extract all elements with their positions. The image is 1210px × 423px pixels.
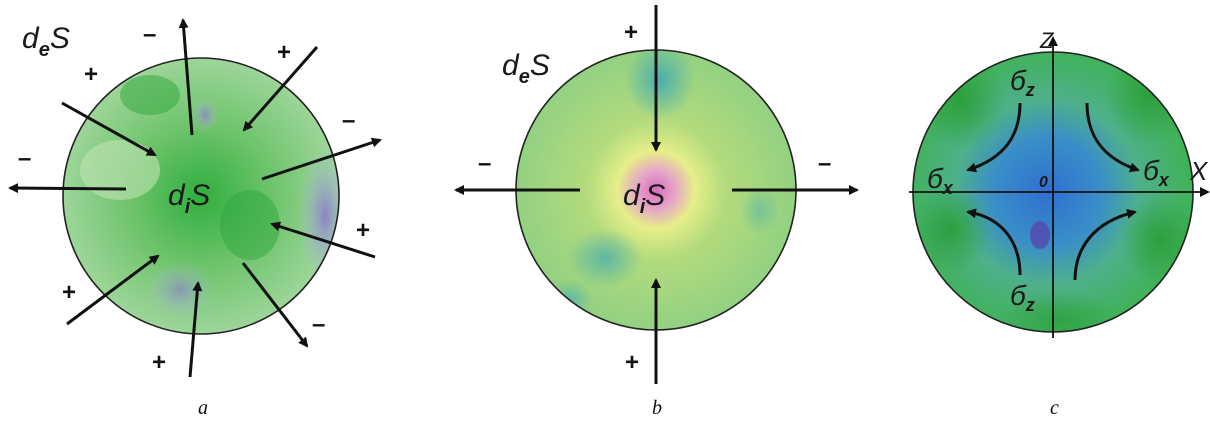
flow-arrow [8,183,127,194]
sign-label: – [478,150,491,177]
sigma-z-top: бz [1010,65,1035,100]
inner-entropy-label: diS [168,179,210,218]
sigma-z-bottom: бz [1010,280,1035,315]
sign-label: – [818,150,831,177]
stress-arrow [966,102,1022,173]
panel-c: Z X 0 бz бx бx бz c [909,28,1210,419]
flow-arrow [66,254,160,326]
panel-c-curved-arrows [966,102,1140,281]
flow-arrow [270,221,376,259]
sign-label: – [312,311,325,338]
sign-label: + [624,19,638,46]
flow-arrow [178,18,194,136]
z-axis-label: Z [1039,28,1055,53]
sign-label: + [84,61,98,88]
sign-label: – [342,107,355,134]
panel-b: + – – + deS diS b [454,5,859,419]
x-axis-label: X [1189,156,1209,186]
stress-arrow [1073,208,1137,281]
flow-arrow [188,281,203,378]
sign-label: + [62,279,76,306]
outer-entropy-label: deS [22,22,70,61]
sign-label: + [277,39,291,66]
sigma-x-right: бx [1143,155,1170,190]
inner-entropy-label: diS [623,179,665,218]
flow-arrow [241,262,309,348]
panel-caption: b [652,397,662,419]
outer-entropy-label: deS [502,49,550,88]
sign-label: – [18,145,31,172]
stress-arrow [966,208,1022,276]
panel-a: – + + – – + – + + deS diS a [8,18,382,419]
panel-b-arrows [454,5,859,384]
panel-caption: a [198,397,208,419]
sign-label: + [152,349,166,376]
origin-label: 0 [1039,174,1048,191]
panel-caption: c [1050,397,1059,419]
flow-arrow [261,137,382,181]
stress-arrow [1085,102,1140,173]
panel-a-arrows [8,18,382,378]
sign-label: + [625,349,639,376]
sign-label: – [143,21,156,48]
flow-arrow [242,46,319,132]
flow-arrow [61,101,157,157]
sign-label: + [356,217,370,244]
panel-a-disc [63,58,339,334]
sigma-x-left: бx [927,163,954,198]
